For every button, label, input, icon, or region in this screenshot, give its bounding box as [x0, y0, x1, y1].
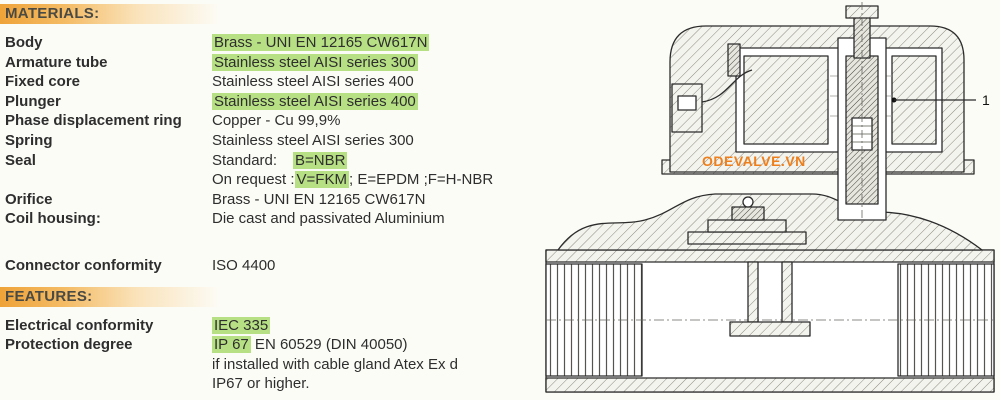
coil-winding-left [743, 55, 829, 145]
callout-1-label: 1 [982, 92, 990, 108]
materials-rows: Body Brass - UNI EN 12165 CW617N Armatur… [0, 33, 545, 276]
row-protection-note-2: IP67 or higher. [0, 374, 545, 394]
row-electrical-conformity: Electrical conformity IEC 335 [0, 316, 545, 336]
property-label: Connector conformity [5, 256, 162, 274]
property-value: ISO 4400 [212, 256, 276, 274]
valve-cross-section-drawing: 1 ODEVALVE.VN [540, 0, 1000, 400]
property-value: On request :V=FKM; E=EPDM ;F=H-NBR [212, 171, 494, 189]
row-protection-note-1: if installed with cable gland Atex Ex d [0, 355, 545, 375]
property-label: Orifice [5, 190, 53, 208]
property-value: IEC 335 [212, 316, 271, 334]
property-value: IP 67 EN 60529 (DIN 40050) [212, 336, 408, 354]
property-value: Stainless steel AISI series 300 [212, 53, 418, 71]
property-label: Coil housing: [5, 210, 101, 228]
property-value: Stainless steel AISI series 300 [212, 131, 414, 149]
property-label: Plunger [5, 92, 61, 110]
row-body: Body Brass - UNI EN 12165 CW617N [0, 33, 545, 53]
property-value: Die cast and passivated Aluminium [212, 210, 445, 228]
valve-drawing-svg: 1 ODEVALVE.VN [545, 2, 995, 393]
features-rows: Electrical conformity IEC 335 Protection… [0, 316, 545, 394]
property-label: Seal [5, 151, 36, 169]
bolt [727, 43, 741, 77]
row-connector-conformity: Connector conformity ISO 4400 [0, 256, 545, 276]
property-label: Body [5, 34, 43, 51]
row-plunger: Plunger Stainless steel AISI series 400 [0, 92, 545, 112]
property-value: Standard:B=NBR [212, 151, 348, 169]
property-label: Spring [5, 131, 53, 149]
property-label: Armature tube [5, 53, 108, 71]
materials-header: MATERIALS: [0, 4, 222, 24]
row-fixed-core: Fixed core Stainless steel AISI series 4… [0, 72, 545, 92]
row-orifice: Orifice Brass - UNI EN 12165 CW617N [0, 190, 545, 210]
row-spring: Spring Stainless steel AISI series 300 [0, 131, 545, 151]
row-protection-degree: Protection degree IP 67 EN 60529 (DIN 40… [0, 335, 545, 355]
row-seal: Seal Standard:B=NBR [0, 151, 545, 171]
property-value: Brass - UNI EN 12165 CW617N [212, 34, 430, 51]
property-label: Electrical conformity [5, 316, 154, 334]
property-value: Copper - Cu 99,9% [212, 112, 341, 130]
property-value: IP67 or higher. [212, 375, 310, 393]
row-armature-tube: Armature tube Stainless steel AISI serie… [0, 53, 545, 73]
valve-seat [729, 321, 811, 337]
row-coil-housing: Coil housing: Die cast and passivated Al… [0, 209, 545, 229]
property-value: Stainless steel AISI series 400 [212, 73, 414, 91]
property-label: Fixed core [5, 73, 81, 91]
property-value: Brass - UNI EN 12165 CW617N [212, 190, 426, 208]
spec-table: MATERIALS: Body Brass - UNI EN 12165 CW6… [0, 4, 545, 394]
property-label: Phase displacement ring [5, 112, 182, 130]
property-label: Protection degree [5, 336, 133, 354]
property-value: Stainless steel AISI series 400 [212, 92, 418, 110]
row-seal-on-request: On request :V=FKM; E=EPDM ;F=H-NBR [0, 170, 545, 190]
row-phase-displacement-ring: Phase displacement ring Copper - Cu 99,9… [0, 111, 545, 131]
features-header: FEATURES: [0, 286, 222, 307]
watermark-text: ODEVALVE.VN [702, 153, 806, 169]
property-value: if installed with cable gland Atex Ex d [212, 355, 458, 373]
diaphragm-disc [731, 206, 765, 221]
